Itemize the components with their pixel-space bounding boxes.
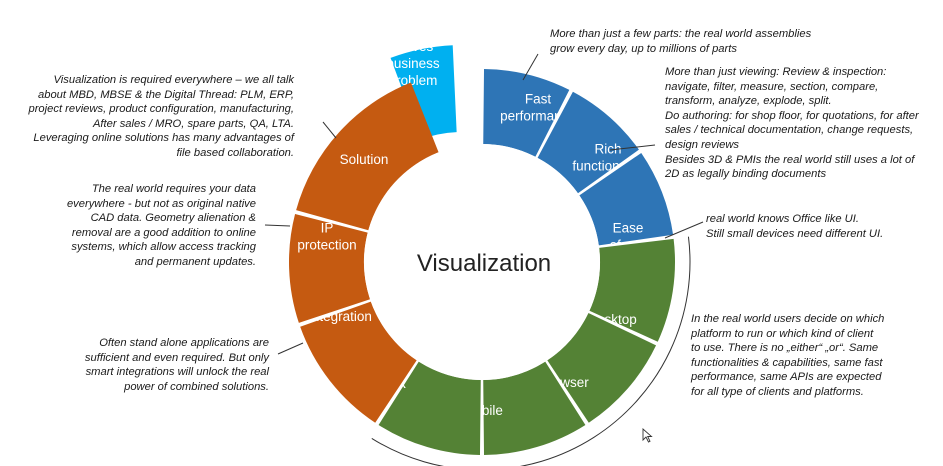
pointer-line [609,144,656,151]
note-line: everywhere - but not as original native [66,197,256,210]
note-line: for all type of clients and platforms. [691,385,864,398]
segment-solves [390,45,457,140]
note-line: Visualization is required everywhere – w… [53,74,294,86]
segment-rich-shape [537,91,639,194]
center-circle [364,144,600,380]
note-line: In the real world users decide on which [691,313,885,325]
segment-integration-shape [300,301,417,423]
segment-ease-label: Ease [613,221,644,236]
note-line: More than just a few parts: the real wor… [550,28,812,40]
segment-ease-shape [579,152,674,246]
note-line: Do authoring: for shop floor, for quotat… [665,109,919,122]
segment-integration [300,301,417,423]
note-line: file based collaboration. [176,146,294,159]
segment-solution-shape [296,82,439,231]
note-line: Still small devices need different UI. [706,227,884,240]
note-line: The real world requires your data [91,183,256,195]
note-integration: Often stand alone applications are suffic… [36,336,269,394]
segment-vr [378,361,481,455]
segment-ip-label: protection [297,238,356,253]
note-line: performance, same APIs are expected [691,371,882,384]
note-rich-functionality: More than just viewing: Review & inspect… [665,65,937,182]
note-ip-protection: The real world requires your data everywh… [40,182,256,270]
note-line: removal are a good addition to online [71,226,256,239]
segment-desktop [589,238,675,342]
segment-fast-label: Fast [525,92,552,107]
segment-rich-label: Rich [594,142,621,157]
note-ease-of-use: real world knows Office like UI. Still sm… [706,212,926,241]
note-line: real world knows Office like UI. [706,213,859,225]
segment-fast-label: performance [500,109,576,124]
segment-desktop-shape [589,238,675,342]
segment-fast-shape [483,69,570,157]
note-line: project reviews, product configuration, … [28,103,294,116]
segment-fast [483,69,570,157]
segment-solves-shape [390,45,457,140]
segment-ip-label: IP [321,221,334,236]
pointer-line [522,53,539,81]
segment-vr-shape [378,361,481,455]
segment-ip-shape [289,214,371,323]
note-line: After sales / MRO, spare parts, QA, LTA. [92,117,294,130]
note-line: CAD data. Geometry alienation & [90,212,256,225]
segment-browser [547,312,657,423]
note-line: Besides 3D & PMIs the real world still u… [665,153,915,166]
note-line: power of combined solutions. [124,380,269,393]
segment-solves-label: Solves [393,39,434,54]
note-line: and permanent updates. [134,255,256,268]
note-line: smart integrations will unlock the real [85,366,269,379]
segment-solves-label: problem [389,73,438,88]
note-line: 2D as legally binding documents [665,168,827,181]
note-line: about MBD, MBSE & the Digital Thread: PL… [38,88,294,101]
segment-solves-label: business [386,56,440,71]
segment-solution-label: Solution [340,152,389,167]
segment-rich [537,91,639,194]
segment-mobile-shape [483,361,586,455]
note-line: navigate, filter, measure, section, comp… [665,80,879,93]
segment-mobile [483,361,586,455]
note-platforms: In the real world users decide on which p… [691,312,921,400]
note-line: sales / technical documentation, change … [665,124,914,137]
pointer-line [277,342,304,355]
note-line: platform to run or which kind of client [691,327,874,340]
note-line: design reviews [665,138,739,151]
segment-ease [579,152,674,246]
cursor-icon [642,428,653,443]
platform-bracket-arc [371,236,691,466]
note-fast-performance: More than just a few parts: the real wor… [550,27,850,56]
segment-ip [289,214,371,323]
note-line: sufficient and even required. But only [84,351,269,364]
note-line: to use. There is no „either“ „or“. Same [691,342,879,355]
note-line: grow every day, up to millions of parts [550,42,737,55]
segment-solution [296,82,439,231]
note-line: functionalities & capabilities, same fas… [691,356,883,369]
pointer-line [322,121,337,139]
note-line: transform, analyze, explode, split. [665,95,832,108]
pointer-line [664,221,704,239]
note-line: Leveraging online solutions has many adv… [33,132,294,145]
note-line: More than just viewing: Review & inspect… [665,66,887,78]
note-line: systems, which allow access tracking [71,241,256,254]
segment-browser-shape [547,312,657,423]
center-title: Visualization [417,250,551,277]
pointer-line [264,224,291,227]
note-visualization-required: Visualization is required everywhere – w… [14,73,294,161]
note-line: Often stand alone applications are [99,337,269,349]
